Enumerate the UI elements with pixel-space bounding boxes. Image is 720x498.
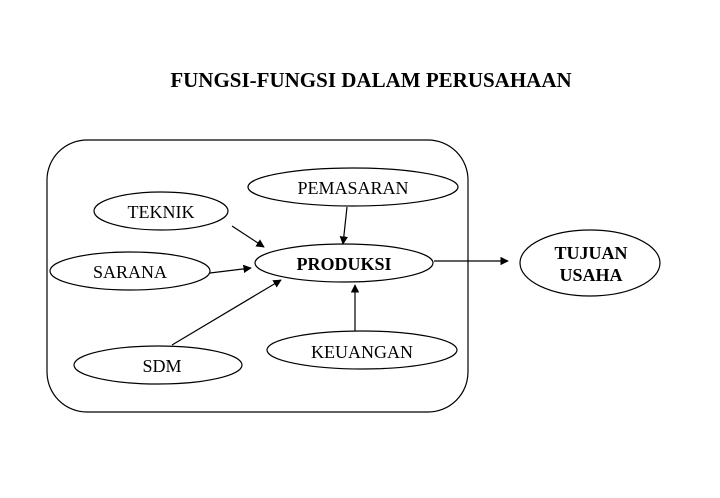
- node-tujuan-label-line2: USAHA: [559, 265, 622, 285]
- node-pemasaran-label: PEMASARAN: [297, 178, 408, 198]
- node-sdm-label: SDM: [142, 356, 181, 376]
- arrow-sarana-to-produksi: [209, 264, 252, 274]
- node-sarana-label: SARANA: [93, 262, 167, 282]
- company-boundary: [46, 139, 469, 413]
- node-keuangan-shape: [266, 330, 458, 370]
- arrow-pemasaran-to-produksi: [339, 206, 348, 245]
- arrow-sdm-to-produksi: [171, 279, 282, 346]
- arrow-teknik-to-produksi: [231, 225, 265, 248]
- node-sarana-shape: [49, 251, 211, 291]
- node-teknik-shape: [93, 191, 229, 231]
- node-sdm-shape: [73, 345, 243, 385]
- node-keuangan-label: KEUANGAN: [311, 342, 413, 362]
- node-pemasaran-shape: [247, 167, 459, 207]
- node-tujuan-shape: [519, 229, 661, 297]
- node-tujuan-label-line1: TUJUAN: [554, 243, 627, 263]
- diagram-title: FUNGSI-FUNGSI DALAM PERUSAHAAN: [170, 68, 571, 92]
- node-teknik-label: TEKNIK: [128, 202, 195, 222]
- node-produksi-label: PRODUKSI: [296, 254, 391, 274]
